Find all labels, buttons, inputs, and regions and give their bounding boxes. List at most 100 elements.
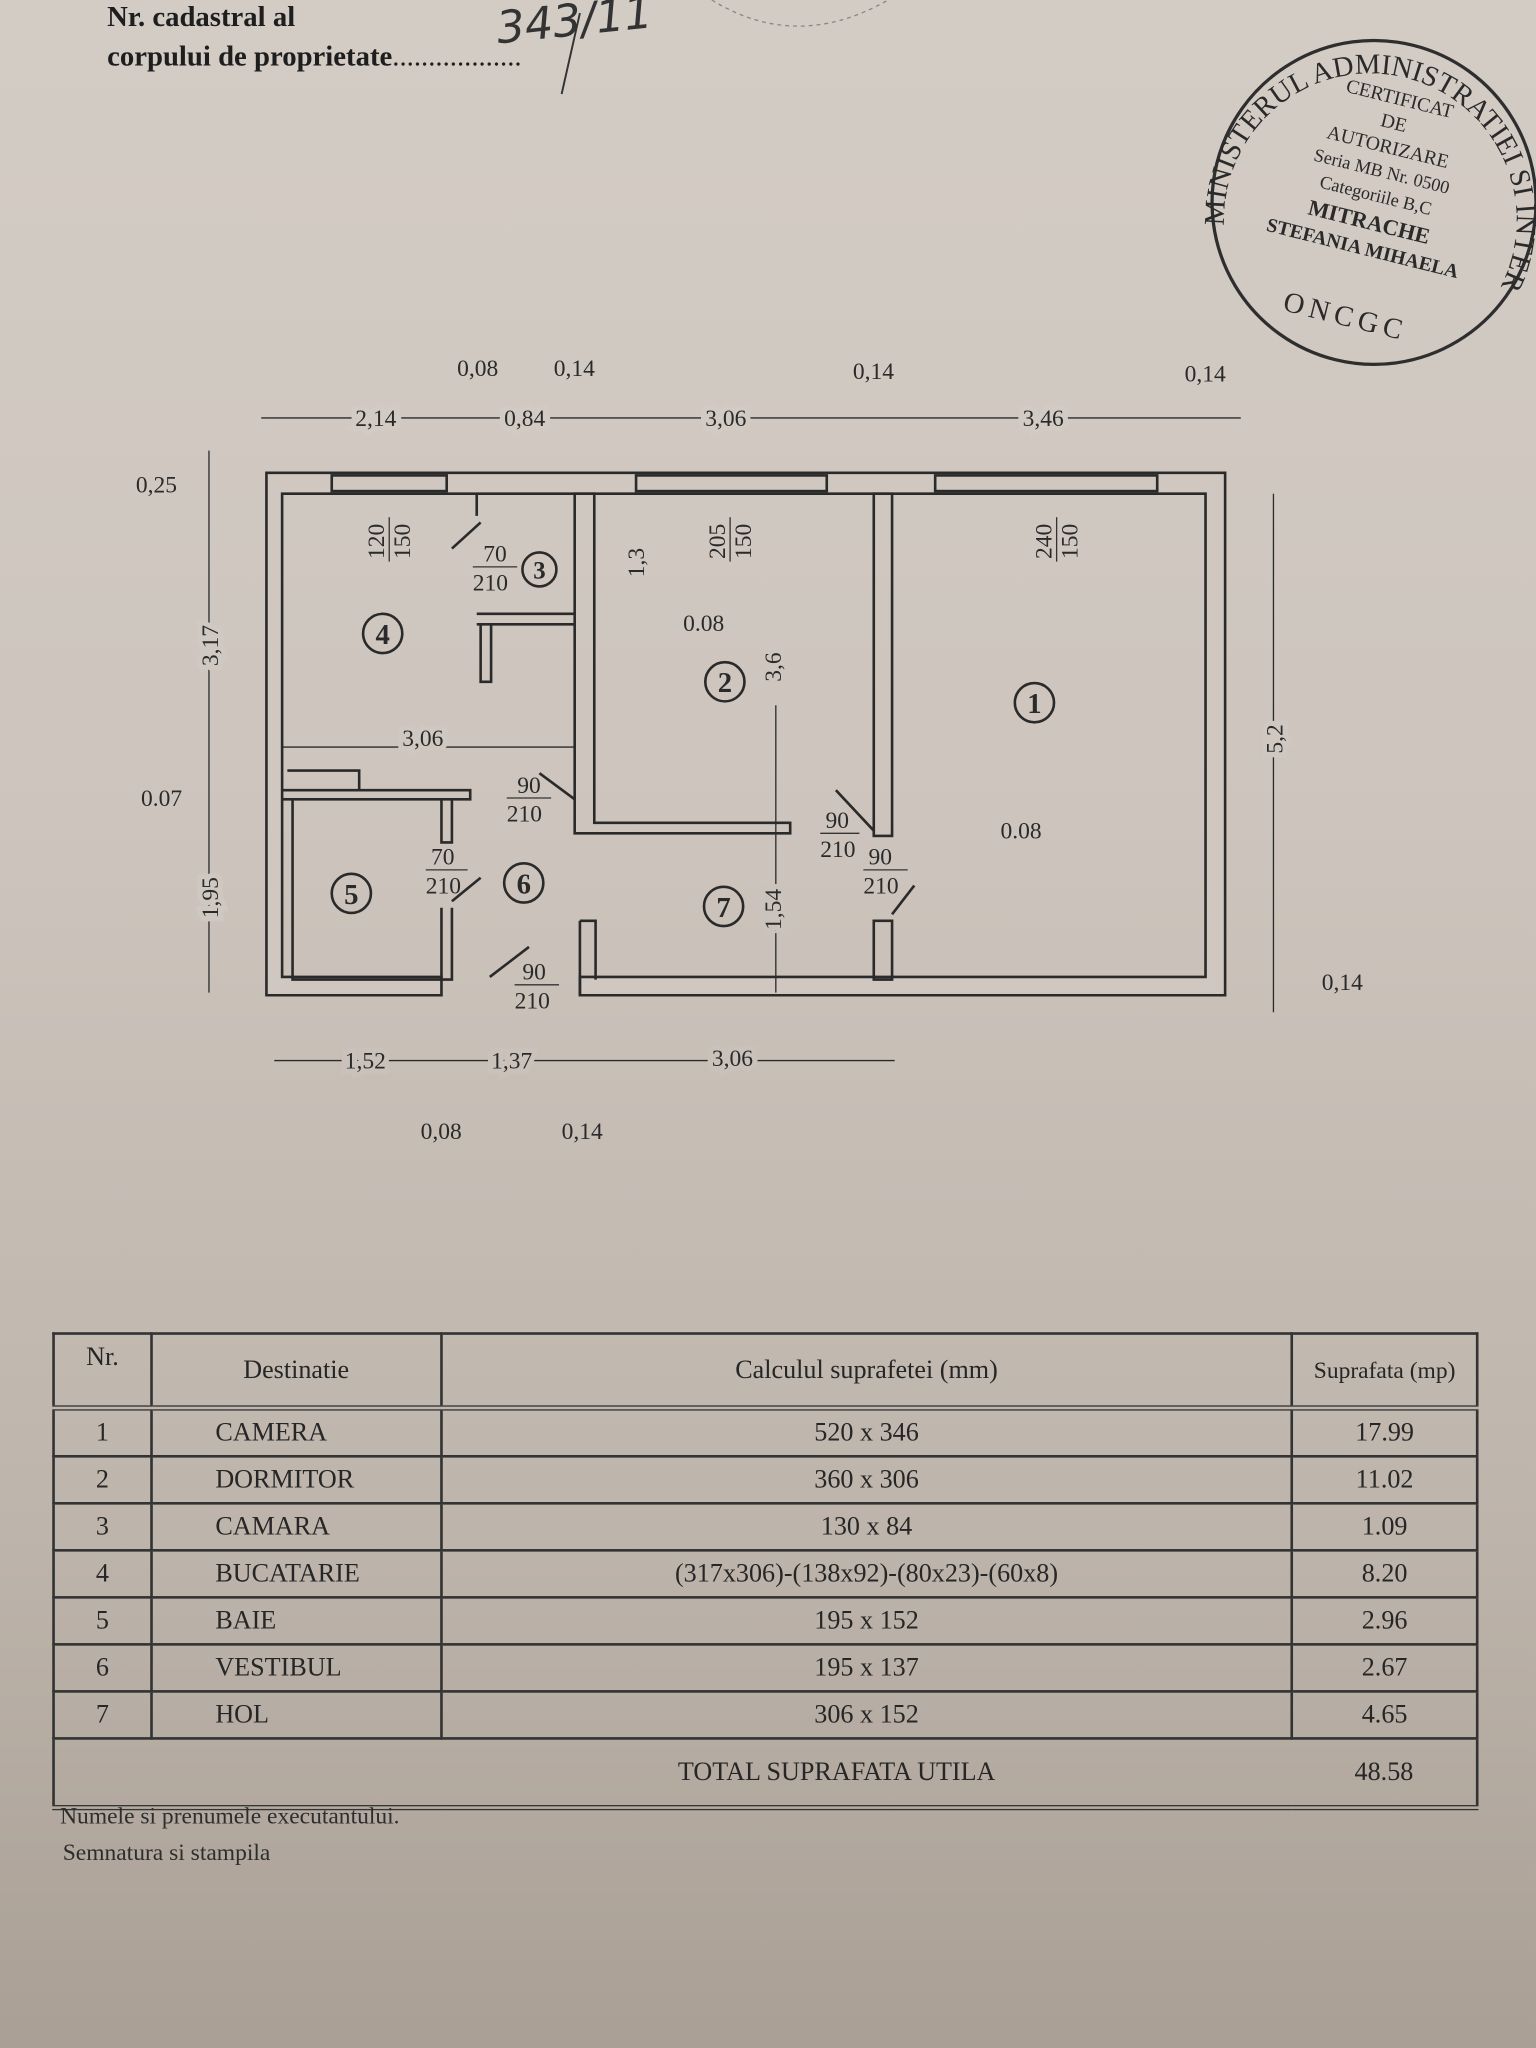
row-suprafata: 2.96 bbox=[1290, 1596, 1479, 1646]
row-destinatie: BAIE bbox=[150, 1596, 443, 1646]
room-number: 5 bbox=[344, 879, 358, 911]
row-nr: 6 bbox=[52, 1643, 153, 1693]
row-suprafata: 8.20 bbox=[1290, 1549, 1479, 1599]
dim-label: 0,84 bbox=[504, 406, 545, 432]
door-swing bbox=[451, 876, 482, 903]
surface-table: Nr. Destinatie Calculul suprafetei (mm) … bbox=[52, 1332, 1479, 1811]
door-swing bbox=[538, 772, 576, 801]
row-suprafata: 1.09 bbox=[1290, 1502, 1479, 1552]
window-height: 120 bbox=[364, 524, 390, 559]
dim-label: 5,2 bbox=[1263, 724, 1289, 753]
dim-label: 3,46 bbox=[1023, 406, 1064, 432]
door-swing bbox=[891, 884, 916, 916]
door-width: 90 bbox=[825, 808, 849, 834]
door-width: 90 bbox=[517, 773, 541, 799]
row-suprafata: 2.67 bbox=[1290, 1643, 1479, 1693]
dim-label: 0,14 bbox=[1322, 970, 1363, 996]
row-destinatie: DORMITOR bbox=[150, 1454, 443, 1505]
window-1 bbox=[933, 474, 1159, 493]
dotted-line: .................. bbox=[392, 39, 522, 72]
row-calcul: 520 x 346 bbox=[439, 1406, 1294, 1458]
dim-label: 1,37 bbox=[491, 1048, 532, 1074]
row-destinatie: CAMARA bbox=[150, 1502, 443, 1552]
door-width: 90 bbox=[869, 845, 893, 871]
dim-label: 0.08 bbox=[683, 611, 724, 637]
dim-label: 0,25 bbox=[136, 472, 177, 498]
row-nr: 5 bbox=[52, 1596, 153, 1646]
stamp-line: DE bbox=[1378, 110, 1408, 137]
door-swing bbox=[488, 945, 530, 978]
table-header-row: Nr. Destinatie Calculul suprafetei (mm) … bbox=[52, 1332, 1479, 1411]
dim-label: 1,3 bbox=[624, 548, 650, 577]
row-nr: 4 bbox=[52, 1549, 153, 1599]
door-height: 210 bbox=[507, 802, 542, 828]
stamp-ring-text: MINISTERUL ADMINISTRATIEI SI INTERNELOR bbox=[15, 0, 1536, 306]
signature-stamp-label: Semnatura si stampila bbox=[62, 1838, 271, 1866]
room-number: 3 bbox=[533, 558, 545, 585]
header-calcul: Calculul suprafetei (mm) bbox=[439, 1332, 1294, 1411]
room-2-marker: 2 bbox=[703, 660, 746, 703]
door-width: 70 bbox=[431, 845, 455, 871]
door-width: 70 bbox=[483, 542, 506, 568]
wall-1-2 bbox=[872, 492, 894, 838]
row-destinatie: VESTIBUL bbox=[150, 1643, 443, 1693]
row-destinatie: BUCATARIE bbox=[150, 1549, 443, 1599]
stamp-outer-circle bbox=[1210, 38, 1536, 367]
dim-label: 1,52 bbox=[345, 1048, 386, 1074]
door-width: 90 bbox=[522, 960, 546, 986]
row-calcul: 130 x 84 bbox=[439, 1502, 1294, 1552]
row-destinatie: HOL bbox=[150, 1690, 443, 1740]
row-nr: 7 bbox=[52, 1690, 153, 1740]
dim-label: 0,14 bbox=[1185, 361, 1226, 387]
total-row: TOTAL SUPRAFATA UTILA 48.58 bbox=[52, 1737, 1479, 1811]
door-swing bbox=[834, 789, 875, 832]
row-calcul: 306 x 152 bbox=[439, 1690, 1294, 1740]
dim-label: 3,06 bbox=[402, 726, 443, 752]
header-destinatie: Destinatie bbox=[150, 1332, 443, 1411]
stamp-bottom-text: ONCGC bbox=[1280, 286, 1411, 348]
row-nr: 1 bbox=[52, 1406, 153, 1458]
dim-label: 0.08 bbox=[1000, 819, 1041, 845]
header-nr: Nr. bbox=[52, 1332, 153, 1411]
row-suprafata: 11.02 bbox=[1290, 1454, 1479, 1505]
window-width: 150 bbox=[731, 524, 757, 559]
door-swing bbox=[451, 521, 482, 550]
dim-label: 0,14 bbox=[554, 356, 595, 382]
room-3-marker: 3 bbox=[521, 551, 558, 588]
room-5-marker: 5 bbox=[330, 872, 373, 915]
floor-plan bbox=[208, 417, 1275, 1062]
signature-stroke bbox=[560, 12, 581, 95]
door-height: 210 bbox=[515, 988, 550, 1014]
room-4-marker: 4 bbox=[361, 612, 404, 655]
room-number: 2 bbox=[718, 667, 732, 699]
dimension-labels: 0,08 0,14 0,14 0,14 2,14 0,84 3,06 3,46 … bbox=[136, 356, 1363, 1145]
total-value: 48.58 bbox=[1291, 1737, 1479, 1811]
window-height: 205 bbox=[705, 524, 731, 559]
dim-label: 3,06 bbox=[712, 1046, 753, 1072]
dim-label: 2,14 bbox=[355, 406, 396, 432]
faint-stamp-arc bbox=[711, 0, 889, 27]
cadastral-label: Nr. cadastral al bbox=[107, 0, 296, 33]
row-calcul: 195 x 137 bbox=[439, 1643, 1294, 1693]
row-calcul: 360 x 306 bbox=[439, 1454, 1294, 1505]
property-label: corpului de proprietate.................… bbox=[107, 39, 522, 73]
wall-7 bbox=[578, 919, 597, 996]
dim-label: 0,14 bbox=[562, 1119, 603, 1145]
room-number: 6 bbox=[517, 868, 531, 900]
wall-5 bbox=[282, 769, 472, 981]
window-4 bbox=[330, 474, 448, 493]
row-destinatie: CAMERA bbox=[150, 1406, 443, 1458]
dim-label: 0,14 bbox=[853, 359, 894, 385]
room-1-marker: 1 bbox=[1013, 681, 1056, 724]
wall-1-7 bbox=[872, 919, 894, 981]
dim-label: 3,6 bbox=[761, 652, 787, 682]
room-numbers: 1 2 3 4 5 6 7 bbox=[330, 551, 1056, 928]
row-nr: 3 bbox=[52, 1502, 153, 1552]
door-height: 210 bbox=[820, 837, 855, 863]
